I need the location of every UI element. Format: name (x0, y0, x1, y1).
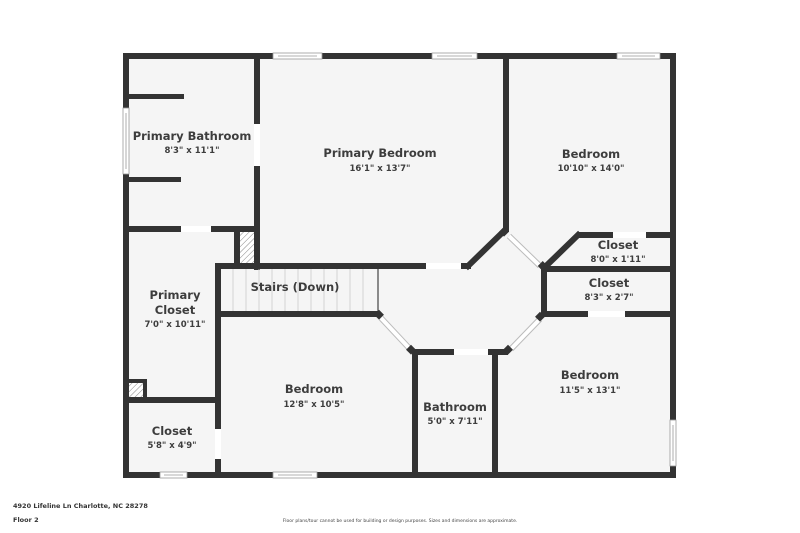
room-name: Bathroom (423, 400, 487, 414)
room-dims: 7'0" x 10'11" (145, 320, 206, 330)
room-dims: 5'0" x 7'11" (427, 417, 482, 427)
diagonal-openings (378, 233, 543, 352)
property-address: 4920 Lifeline Ln Charlotte, NC 28278 (13, 502, 148, 510)
floor-label: Floor 2 (13, 516, 39, 524)
room-dims: 8'3" x 2'7" (584, 293, 633, 303)
diagonal-walls (463, 227, 583, 273)
room-dims: 8'3" x 11'1" (164, 146, 219, 156)
room-name: Closet (589, 276, 630, 290)
stairs-label: Stairs (Down) (251, 280, 340, 294)
room-dims: 8'0" x 1'11" (590, 255, 645, 265)
room-dims: 10'10" x 14'0" (558, 164, 625, 174)
hatched-chase (240, 232, 254, 263)
walls (123, 53, 676, 478)
room-labels: Primary Bathroom 8'3" x 11'1" Primary Be… (133, 129, 646, 451)
room-dims: 16'1" x 13'7" (350, 164, 411, 174)
room-name: Primary Bathroom (133, 129, 252, 143)
room-name: Closet (598, 238, 639, 252)
room-dims: 11'5" x 13'1" (560, 386, 621, 396)
disclaimer: Floor plans/tour cannot be used for buil… (282, 519, 518, 524)
room-name: Primary Bedroom (323, 146, 436, 160)
stairs (232, 269, 379, 311)
windows (122, 52, 677, 479)
room-name: Bedroom (561, 368, 619, 382)
room-dims: 12'8" x 10'5" (284, 400, 345, 410)
room-dims: 5'8" x 4'9" (147, 441, 196, 451)
room-name: Bedroom (562, 147, 620, 161)
door-openings (181, 124, 646, 459)
room-name: Bedroom (285, 382, 343, 396)
room-name: Primary (150, 288, 201, 302)
room-name: Closet (152, 424, 193, 438)
room-name-line2: Closet (155, 303, 196, 317)
hatched-chase (129, 383, 143, 397)
